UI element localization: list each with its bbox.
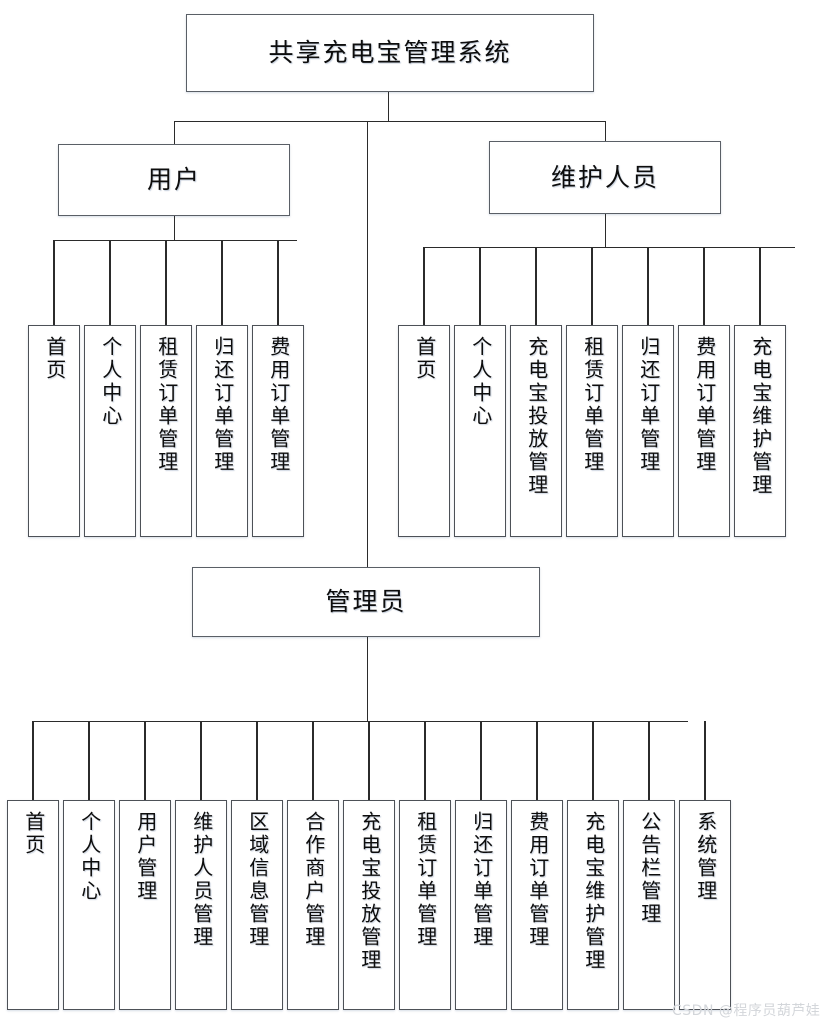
node-leaf-label: 充电宝投放管理	[524, 336, 549, 497]
node-leaf-label: 首页	[412, 336, 437, 382]
node-leaf-label: 用户管理	[133, 811, 158, 903]
node-leaf[interactable]: 费用订单管理	[511, 800, 563, 1010]
connector-top-bar	[174, 121, 606, 123]
node-leaf-label: 充电宝投放管理	[357, 811, 382, 972]
node-leaf[interactable]: 费用订单管理	[678, 325, 730, 537]
connector-leaf-drop	[704, 721, 706, 800]
connector-root-stem	[388, 92, 390, 121]
node-leaf[interactable]: 费用订单管理	[252, 325, 304, 537]
node-role-user[interactable]: 用户	[58, 144, 290, 216]
node-leaf[interactable]: 合作商户管理	[287, 800, 339, 1010]
node-leaf[interactable]: 首页	[7, 800, 59, 1010]
node-leaf[interactable]: 用户管理	[119, 800, 171, 1010]
connector-to-user	[174, 121, 176, 144]
node-leaf[interactable]: 租赁订单管理	[399, 800, 451, 1010]
connector-leaf-drop	[648, 721, 650, 800]
connector-leaf-drop	[479, 247, 481, 325]
connector-leaf-drop	[535, 247, 537, 325]
node-leaf-label: 系统管理	[693, 811, 718, 903]
node-leaf-label: 维护人员管理	[189, 811, 214, 949]
node-leaf-label: 费用订单管理	[266, 336, 291, 474]
connector-leaf-drop	[165, 240, 167, 325]
node-leaf[interactable]: 首页	[28, 325, 80, 537]
node-leaf-label: 区域信息管理	[245, 811, 270, 949]
node-leaf[interactable]: 维护人员管理	[175, 800, 227, 1010]
node-leaf[interactable]: 充电宝投放管理	[343, 800, 395, 1010]
node-leaf[interactable]: 充电宝维护管理	[734, 325, 786, 537]
node-root-label: 共享充电宝管理系统	[268, 38, 512, 68]
node-leaf[interactable]: 公告栏管理	[623, 800, 675, 1010]
node-leaf[interactable]: 首页	[398, 325, 450, 537]
node-leaf-label: 租赁订单管理	[154, 336, 179, 474]
node-leaf[interactable]: 归还订单管理	[196, 325, 248, 537]
connector-user-stem	[174, 216, 176, 240]
node-leaf[interactable]: 个人中心	[454, 325, 506, 537]
connector-leaf-drop	[144, 721, 146, 800]
node-leaf[interactable]: 个人中心	[84, 325, 136, 537]
connector-leaf-drop	[200, 721, 202, 800]
connector-leaf-drop	[759, 247, 761, 325]
connector-leaf-drop	[424, 721, 426, 800]
node-leaf-label: 合作商户管理	[301, 811, 326, 949]
node-leaf[interactable]: 租赁订单管理	[140, 325, 192, 537]
node-leaf-label: 首页	[21, 811, 46, 857]
connector-user-bar	[54, 240, 297, 242]
node-role-maint[interactable]: 维护人员	[489, 141, 721, 214]
node-leaf[interactable]: 充电宝维护管理	[567, 800, 619, 1010]
connector-maint-stem	[605, 214, 607, 247]
connector-to-maint	[605, 121, 607, 141]
node-role-maint-label: 维护人员	[550, 162, 659, 192]
node-leaf[interactable]: 系统管理	[679, 800, 731, 1010]
connector-leaf-drop	[480, 721, 482, 800]
watermark: CSDN @程序员葫芦娃	[672, 1003, 821, 1019]
connector-leaf-drop	[647, 247, 649, 325]
node-leaf[interactable]: 个人中心	[63, 800, 115, 1010]
connector-leaf-drop	[221, 240, 223, 325]
node-role-admin[interactable]: 管理员	[192, 567, 540, 637]
connector-leaf-drop	[88, 721, 90, 800]
connector-leaf-drop	[703, 247, 705, 325]
connector-leaf-drop	[591, 247, 593, 325]
connector-leaf-drop	[277, 240, 279, 325]
node-leaf-label: 公告栏管理	[637, 811, 662, 926]
connector-leaf-drop	[53, 240, 55, 325]
node-leaf[interactable]: 区域信息管理	[231, 800, 283, 1010]
connector-leaf-drop	[592, 721, 594, 800]
node-leaf-label: 个人中心	[98, 336, 123, 428]
node-leaf-label: 个人中心	[468, 336, 493, 428]
node-leaf[interactable]: 充电宝投放管理	[510, 325, 562, 537]
node-leaf[interactable]: 归还订单管理	[455, 800, 507, 1010]
node-leaf-label: 租赁订单管理	[580, 336, 605, 474]
connector-leaf-drop	[536, 721, 538, 800]
connector-to-admin	[367, 121, 369, 567]
node-leaf-label: 个人中心	[77, 811, 102, 903]
node-root[interactable]: 共享充电宝管理系统	[186, 14, 594, 92]
connector-leaf-drop	[423, 247, 425, 325]
connector-leaf-drop	[109, 240, 111, 325]
node-leaf-label: 归还订单管理	[210, 336, 235, 474]
connector-leaf-drop	[32, 721, 34, 800]
connector-maint-bar	[424, 247, 795, 249]
node-leaf-label: 费用订单管理	[525, 811, 550, 949]
node-leaf-label: 费用订单管理	[692, 336, 717, 474]
connector-leaf-drop	[312, 721, 314, 800]
connector-leaf-drop	[256, 721, 258, 800]
node-leaf[interactable]: 归还订单管理	[622, 325, 674, 537]
node-role-user-label: 用户	[146, 165, 201, 195]
node-leaf-label: 充电宝维护管理	[748, 336, 773, 497]
node-leaf-label: 首页	[42, 336, 67, 382]
node-leaf-label: 归还订单管理	[469, 811, 494, 949]
connector-leaf-drop	[368, 721, 370, 800]
node-leaf-label: 租赁订单管理	[413, 811, 438, 949]
connector-admin-bar	[33, 721, 688, 723]
node-leaf-label: 充电宝维护管理	[581, 811, 606, 972]
node-role-admin-label: 管理员	[325, 587, 407, 617]
connector-admin-stem	[367, 637, 369, 721]
node-leaf[interactable]: 租赁订单管理	[566, 325, 618, 537]
node-leaf-label: 归还订单管理	[636, 336, 661, 474]
